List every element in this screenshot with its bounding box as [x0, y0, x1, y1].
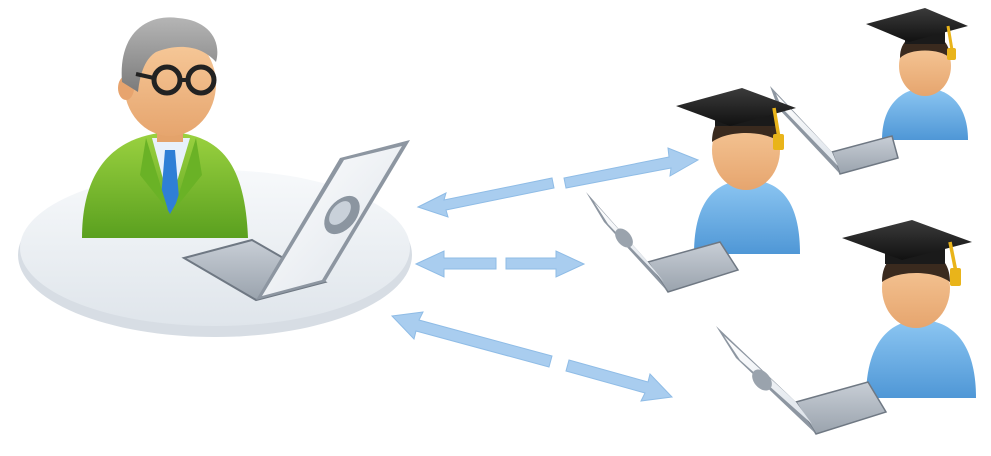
arrow-middle [414, 250, 586, 278]
student-laptop-icon [770, 86, 899, 175]
teacher-laptop-icon [181, 140, 410, 302]
student-icon [676, 88, 800, 254]
teacher-icon [82, 17, 248, 238]
graduation-cap-icon [842, 220, 972, 286]
arrow-top [416, 147, 700, 218]
arrow-bottom [390, 311, 674, 402]
student-laptop-icon [586, 192, 740, 293]
student-icon [842, 220, 976, 398]
student-icon [866, 8, 968, 140]
connection-arrows [390, 147, 700, 402]
graduation-cap-icon [676, 88, 796, 150]
graduation-cap-icon [866, 8, 968, 60]
student-laptop-icon [716, 326, 888, 435]
